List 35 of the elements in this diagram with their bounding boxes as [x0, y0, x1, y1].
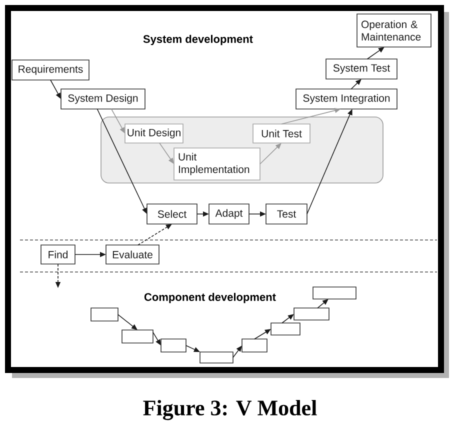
arrow [350, 79, 362, 90]
process-box: Adapt [208, 204, 250, 224]
arrow [152, 332, 161, 346]
empty-box [200, 352, 234, 364]
heading: System development [143, 34, 253, 46]
process-box: System Design [60, 88, 146, 110]
process-box: Find [40, 244, 76, 264]
arrow [232, 346, 242, 358]
process-box: System Test [326, 58, 398, 80]
empty-box [312, 286, 356, 300]
process-box: Unit Test [252, 124, 310, 144]
process-box: Unit Implementation [174, 148, 260, 180]
heading: Component development [144, 292, 276, 304]
empty-box [122, 330, 154, 344]
arrow [317, 299, 328, 308]
empty-box [294, 308, 330, 320]
caption: Figure 3: V Model [143, 400, 317, 420]
empty-box [160, 338, 186, 352]
process-box: Test [266, 204, 308, 224]
arrow [159, 142, 174, 164]
arrow [254, 329, 271, 340]
process-box: Evaluate [106, 244, 160, 264]
arrow [118, 314, 138, 330]
dashed-arrow [138, 224, 172, 246]
empty-box [90, 308, 118, 322]
empty-box [270, 322, 300, 336]
empty-box [242, 338, 268, 352]
process-box: System Integration [296, 88, 398, 110]
process-box: Unit Design [124, 124, 184, 144]
process-box: Requirements [12, 60, 90, 80]
arrow [366, 47, 384, 60]
process-box: Operation & Maintenance [356, 14, 432, 48]
arrow [260, 143, 282, 164]
process-box: Select [146, 204, 198, 224]
arrow [282, 314, 294, 324]
